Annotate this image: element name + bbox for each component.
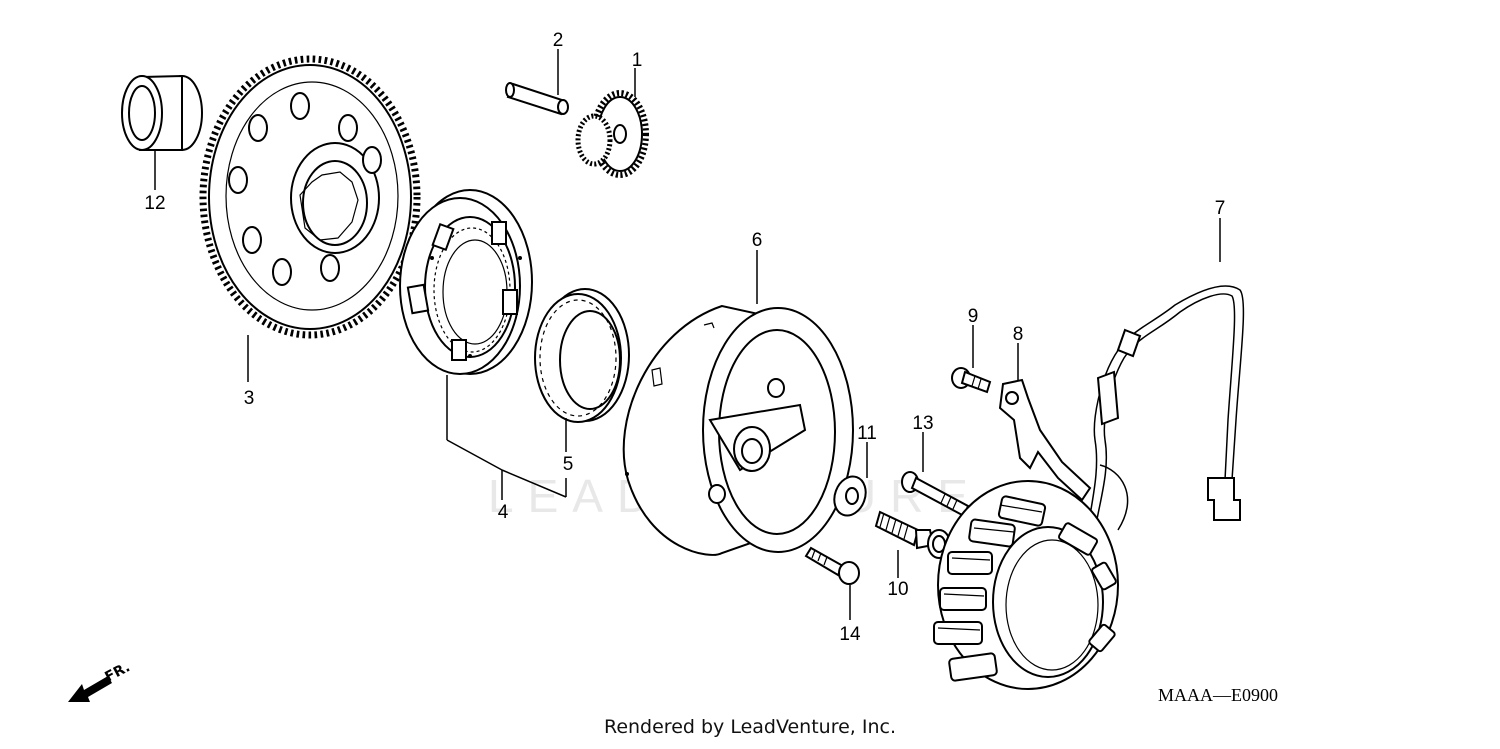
callout-11: 11 — [857, 423, 877, 444]
bolt-part-14[interactable] — [804, 546, 860, 585]
callout-8: 8 — [1013, 324, 1024, 345]
stator-part-7[interactable] — [933, 285, 1245, 690]
leader-lines — [154, 49, 1221, 620]
washer-part-11[interactable] — [829, 472, 871, 520]
bolt-part-13[interactable] — [901, 471, 970, 518]
callout-2: 2 — [553, 30, 564, 51]
callout-7: 7 — [1215, 198, 1226, 219]
callout-13: 13 — [912, 413, 933, 434]
needle-bearing-part-12[interactable] — [121, 74, 203, 151]
callout-3: 3 — [244, 388, 255, 409]
callout-1: 1 — [632, 50, 643, 71]
callout-6: 6 — [752, 230, 763, 251]
bracket-part-8[interactable] — [998, 378, 1092, 502]
callout-14: 14 — [839, 624, 861, 645]
callout-12: 12 — [144, 193, 165, 214]
diagram-code: MAAA—E0900 — [1158, 685, 1278, 705]
callout-9: 9 — [968, 306, 979, 327]
idle-gear-part-1[interactable] — [575, 90, 649, 178]
callout-10: 10 — [887, 579, 908, 600]
front-indicator-label: FR. — [102, 659, 132, 685]
one-way-clutch-outer-part-4[interactable] — [399, 189, 533, 375]
front-arrow-icon: FR. — [68, 659, 133, 702]
callout-4: 4 — [498, 502, 509, 523]
one-way-clutch-part-5[interactable] — [534, 288, 630, 423]
shaft-part-2[interactable] — [505, 82, 569, 116]
footer-credit: Rendered by LeadVenture, Inc. — [603, 716, 897, 738]
bolt-part-9[interactable] — [951, 367, 992, 394]
callout-numbers: 1 2 3 4 5 6 7 8 9 10 11 12 13 14 — [144, 30, 1225, 645]
callout-5: 5 — [563, 454, 574, 475]
starter-driven-gear-part-3[interactable] — [199, 55, 421, 339]
flywheel-part-6[interactable] — [622, 304, 854, 556]
